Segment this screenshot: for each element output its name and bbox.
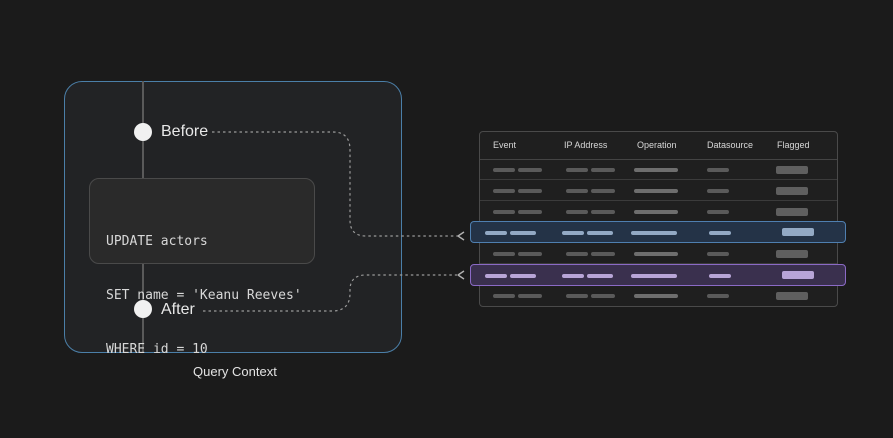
placeholder-bar bbox=[591, 252, 615, 256]
placeholder-bar bbox=[518, 189, 542, 193]
before-connector bbox=[212, 131, 458, 237]
before-dot bbox=[134, 123, 152, 141]
table-row bbox=[480, 285, 837, 306]
placeholder-bar bbox=[493, 294, 515, 298]
highlight-bar bbox=[485, 231, 507, 235]
after-arrowhead bbox=[457, 270, 465, 280]
highlight-bar bbox=[709, 231, 731, 235]
placeholder-bar bbox=[634, 294, 678, 298]
placeholder-bar bbox=[707, 210, 729, 214]
flag-pill bbox=[776, 208, 808, 216]
placeholder-bar bbox=[707, 168, 729, 172]
flag-pill bbox=[776, 166, 808, 174]
placeholder-bar bbox=[566, 294, 588, 298]
code-line-1: UPDATE actors bbox=[106, 234, 208, 249]
placeholder-bar bbox=[634, 189, 678, 193]
before-highlight-row bbox=[470, 221, 846, 243]
before-arrowhead bbox=[457, 231, 465, 241]
placeholder-bar bbox=[634, 210, 678, 214]
placeholder-bar bbox=[566, 252, 588, 256]
highlight-bar bbox=[631, 231, 677, 235]
highlight-bar bbox=[510, 231, 536, 235]
code-line-2: SET name = 'Keanu Reeves' bbox=[106, 288, 302, 303]
placeholder-bar bbox=[707, 189, 729, 193]
placeholder-bar bbox=[518, 210, 542, 214]
flag-pill bbox=[776, 292, 808, 300]
header-flagged: Flagged bbox=[777, 140, 810, 150]
highlight-pill bbox=[782, 228, 814, 236]
placeholder-bar bbox=[566, 189, 588, 193]
placeholder-bar bbox=[566, 210, 588, 214]
placeholder-bar bbox=[707, 294, 729, 298]
placeholder-bar bbox=[634, 168, 678, 172]
highlight-bar bbox=[631, 274, 677, 278]
table-header: Event IP Address Operation Datasource Fl… bbox=[480, 132, 837, 160]
placeholder-bar bbox=[591, 168, 615, 172]
flag-pill bbox=[776, 250, 808, 258]
code-line-3: WHERE id = 10 bbox=[106, 342, 208, 357]
table-row bbox=[480, 180, 837, 201]
highlight-bar bbox=[485, 274, 507, 278]
placeholder-bar bbox=[566, 168, 588, 172]
placeholder-bar bbox=[591, 210, 615, 214]
flag-pill bbox=[776, 187, 808, 195]
table-row bbox=[480, 159, 837, 180]
after-dot bbox=[134, 300, 152, 318]
header-datasource: Datasource bbox=[707, 140, 754, 150]
highlight-bar bbox=[562, 231, 584, 235]
highlight-bar bbox=[587, 274, 613, 278]
after-highlight-row bbox=[470, 264, 846, 286]
header-ip-address: IP Address bbox=[564, 140, 608, 150]
header-operation: Operation bbox=[637, 140, 677, 150]
highlight-pill bbox=[782, 271, 814, 279]
placeholder-bar bbox=[493, 168, 515, 172]
after-connector bbox=[203, 274, 458, 312]
placeholder-bar bbox=[493, 189, 515, 193]
placeholder-bar bbox=[518, 168, 542, 172]
placeholder-bar bbox=[591, 294, 615, 298]
placeholder-bar bbox=[493, 210, 515, 214]
highlight-bar bbox=[587, 231, 613, 235]
table-row bbox=[480, 243, 837, 264]
placeholder-bar bbox=[591, 189, 615, 193]
placeholder-bar bbox=[518, 294, 542, 298]
highlight-bar bbox=[510, 274, 536, 278]
after-label: After bbox=[161, 301, 195, 318]
placeholder-bar bbox=[634, 252, 678, 256]
before-label: Before bbox=[161, 123, 209, 140]
header-event: Event bbox=[493, 140, 517, 150]
placeholder-bar bbox=[493, 252, 515, 256]
placeholder-bar bbox=[518, 252, 542, 256]
placeholder-bar bbox=[707, 252, 729, 256]
sql-code-box: UPDATE actors SET name = 'Keanu Reeves' … bbox=[89, 178, 315, 357]
highlight-bar bbox=[709, 274, 731, 278]
highlight-bar bbox=[562, 274, 584, 278]
query-context-caption: Query Context bbox=[193, 364, 277, 379]
